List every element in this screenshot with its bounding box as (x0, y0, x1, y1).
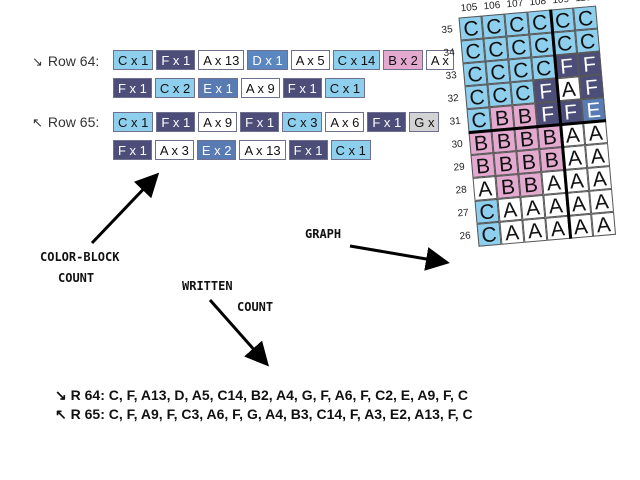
color-block: D x 1 (247, 50, 288, 70)
arrow-to-graph (349, 244, 450, 271)
color-block: A x (425, 50, 454, 70)
color-block: A x 6 (325, 112, 365, 132)
color-block: C x 14 (332, 50, 381, 70)
written-row-64: ↘ R 64: C, F, A13, D, A5, C14, B2, A4, G… (55, 387, 468, 403)
written-label-line-2: COUNT (237, 300, 274, 314)
color-block: C x 1 (324, 78, 366, 98)
color-block: G x (409, 112, 440, 132)
color-block: F x 1 (367, 112, 407, 132)
color-block: A x 3 (154, 140, 194, 160)
color-block: C x 1 (113, 50, 154, 70)
color-block: C x 1 (330, 140, 371, 160)
color-block: E x 2 (196, 140, 237, 160)
arrow-to-color-blocks (90, 172, 160, 245)
row-65-label: ↖Row 65: (32, 114, 100, 130)
diagonal-up-left-arrow-icon: ↖ (32, 115, 43, 130)
diagonal-down-right-arrow-icon: ↘ (32, 54, 43, 69)
color-block: C x 2 (154, 78, 196, 98)
row-64-label: ↘Row 64: (32, 53, 100, 69)
color-block: F x 1 (282, 78, 322, 98)
color-block: A x 5 (290, 50, 330, 70)
written-row-65: ↖ R 65: C, F, A9, F, C3, A6, F, G, A4, B… (55, 406, 473, 422)
color-block: F x 1 (113, 140, 152, 160)
color-block: F x 1 (240, 112, 280, 132)
color-block: E x 1 (198, 78, 238, 98)
color-block: F x 1 (156, 50, 196, 70)
color-block: F x 1 (113, 78, 152, 98)
color-block: C x 3 (282, 112, 323, 132)
color-block: A x 13 (198, 50, 245, 70)
written-label-line-1: WRITTEN (182, 279, 233, 293)
color-block: B x 2 (383, 50, 423, 70)
color-block-label-line-1: COLOR-BLOCK (40, 250, 120, 264)
color-block: A x 13 (239, 140, 286, 160)
color-block: A x 9 (240, 78, 280, 98)
color-block: C x 1 (113, 112, 154, 132)
color-block: A x 9 (198, 112, 238, 132)
diagonal-up-left-arrow-icon: ↖ (55, 406, 67, 422)
color-block: F x 1 (156, 112, 196, 132)
diagonal-down-right-arrow-icon: ↘ (55, 387, 67, 403)
color-block-label-line-2: COUNT (58, 271, 95, 285)
graph-label: GRAPH (305, 227, 342, 241)
color-block: F x 1 (288, 140, 328, 160)
arrow-to-written-count (208, 299, 269, 367)
